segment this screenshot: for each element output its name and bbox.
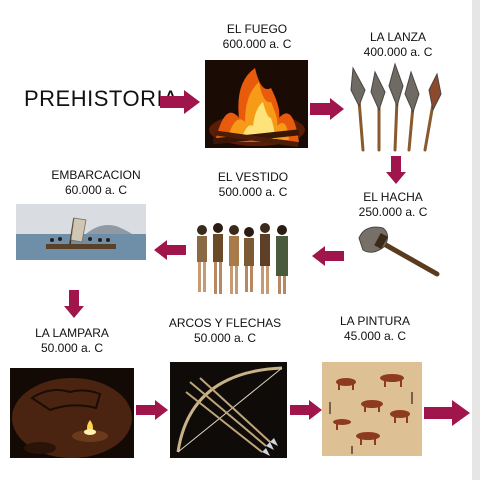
diagram-title: PREHISTORIA: [24, 86, 179, 111]
arrow-right-icon: [160, 90, 200, 114]
stone-axe-icon: [355, 222, 440, 282]
step-label-fire: EL FUEGO 600.000 a. C: [207, 22, 307, 52]
step-label-spear: LA LANZA 400.000 a. C: [348, 30, 448, 60]
step-date: 50.000 a. C: [40, 341, 104, 355]
step-name: EMBARCACION: [51, 168, 141, 182]
lamp-icon: [10, 368, 134, 458]
step-label-boat: EMBARCACION 60.000 a. C: [36, 168, 156, 198]
step-name: EL VESTIDO: [217, 170, 289, 184]
fire-icon: [205, 60, 308, 148]
step-label-bow: ARCOS Y FLECHAS 50.000 a. C: [165, 316, 285, 346]
step-label-clothing: EL VESTIDO 500.000 a. C: [203, 170, 303, 200]
raft-icon: [16, 204, 146, 260]
step-name: EL FUEGO: [226, 22, 288, 36]
arrow-right-icon: [424, 400, 470, 426]
arrow-down-icon: [386, 156, 406, 184]
step-date: 50.000 a. C: [193, 331, 257, 345]
page-edge: [472, 0, 480, 480]
arrow-down-icon: [64, 290, 84, 318]
cave-painting-icon: [322, 362, 422, 456]
step-name: EL HACHA: [363, 190, 423, 204]
arrow-right-icon: [136, 400, 168, 420]
step-label-painting: LA PINTURA 45.000 a. C: [325, 314, 425, 344]
step-date: 45.000 a. C: [343, 329, 407, 343]
spearheads-icon: [345, 60, 448, 152]
step-date: 500.000 a. C: [218, 185, 288, 199]
step-name: LA LANZA: [369, 30, 427, 44]
step-name: LA PINTURA: [339, 314, 411, 328]
arrow-left-icon: [312, 246, 344, 266]
step-name: LA LAMPARA: [35, 326, 109, 340]
arrow-right-icon: [310, 98, 344, 120]
step-date: 600.000 a. C: [222, 37, 292, 51]
step-date: 400.000 a. C: [363, 45, 433, 59]
bow-arrows-icon: [170, 362, 287, 458]
arrow-left-icon: [154, 240, 186, 260]
step-label-axe: EL HACHA 250.000 a. C: [343, 190, 443, 220]
step-date: 250.000 a. C: [358, 205, 428, 219]
arrow-right-icon: [290, 400, 322, 420]
clothed-people-icon: [192, 218, 295, 300]
step-name: ARCOS Y FLECHAS: [168, 316, 282, 330]
step-date: 60.000 a. C: [64, 183, 128, 197]
step-label-lamp: LA LAMPARA 50.000 a. C: [22, 326, 122, 356]
